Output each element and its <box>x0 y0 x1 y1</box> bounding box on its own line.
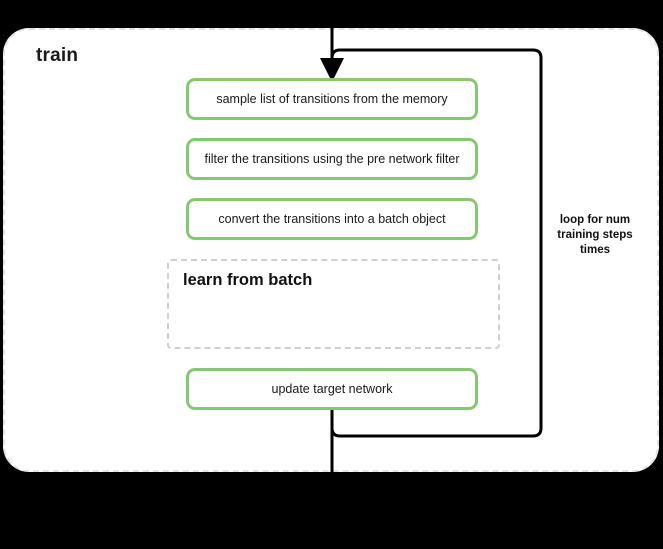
loop-caption: loop for num training steps times <box>557 214 633 256</box>
step-box-update-target-network[interactable]: update target network <box>186 368 478 410</box>
step-label: sample list of transitions from the memo… <box>216 91 448 106</box>
step-box-sample[interactable]: sample list of transitions from the memo… <box>186 78 478 120</box>
subgroup-title: learn from batch <box>183 271 313 289</box>
learn-from-batch-container: learn from batch <box>167 259 500 349</box>
step-label: convert the transitions into a batch obj… <box>218 211 446 226</box>
step-box-convert[interactable]: convert the transitions into a batch obj… <box>186 198 478 240</box>
step-label: update target network <box>271 381 393 396</box>
step-box-filter[interactable]: filter the transitions using the pre net… <box>186 138 478 180</box>
step-label: filter the transitions using the pre net… <box>204 151 460 166</box>
page-title: train <box>36 45 79 66</box>
